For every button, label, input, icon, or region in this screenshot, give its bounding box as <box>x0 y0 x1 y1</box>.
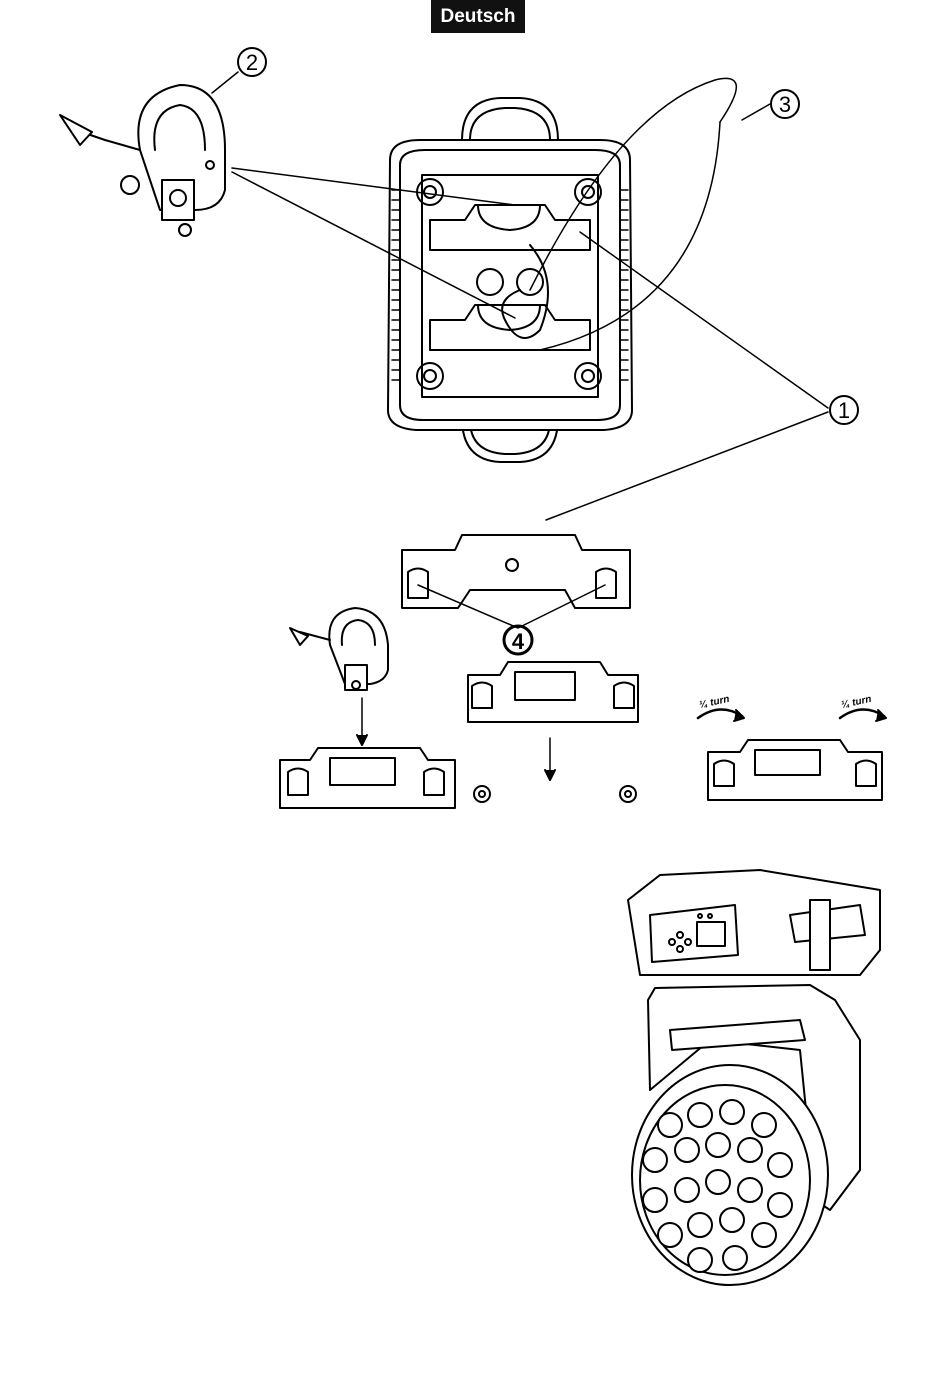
bracket-middle <box>468 662 638 722</box>
turn-arrow-left: ¼ turn <box>698 694 744 721</box>
callout-3: 3 <box>771 90 799 118</box>
svg-text:1: 1 <box>838 398 850 423</box>
clamp-large <box>60 85 225 236</box>
svg-text:¼ turn: ¼ turn <box>840 694 872 711</box>
fixture-base-top-view <box>388 98 632 462</box>
bracket-locked <box>708 740 882 800</box>
svg-text:4: 4 <box>512 629 525 654</box>
bracket-with-clamp <box>280 748 455 808</box>
quick-lock-fastener-right <box>620 786 636 802</box>
turn-arrow-right: ¼ turn <box>840 694 886 721</box>
callout-4: 4 <box>504 626 532 654</box>
mounting-bracket <box>402 535 630 628</box>
svg-text:2: 2 <box>246 50 258 75</box>
callout-1: 1 <box>830 396 858 424</box>
moving-head-fixture <box>628 870 880 1285</box>
callout-2: 2 <box>238 48 266 76</box>
svg-text:3: 3 <box>779 92 791 117</box>
clamp-small <box>290 608 388 690</box>
quick-lock-fastener-left <box>474 786 490 802</box>
svg-text:¼ turn: ¼ turn <box>698 694 730 711</box>
